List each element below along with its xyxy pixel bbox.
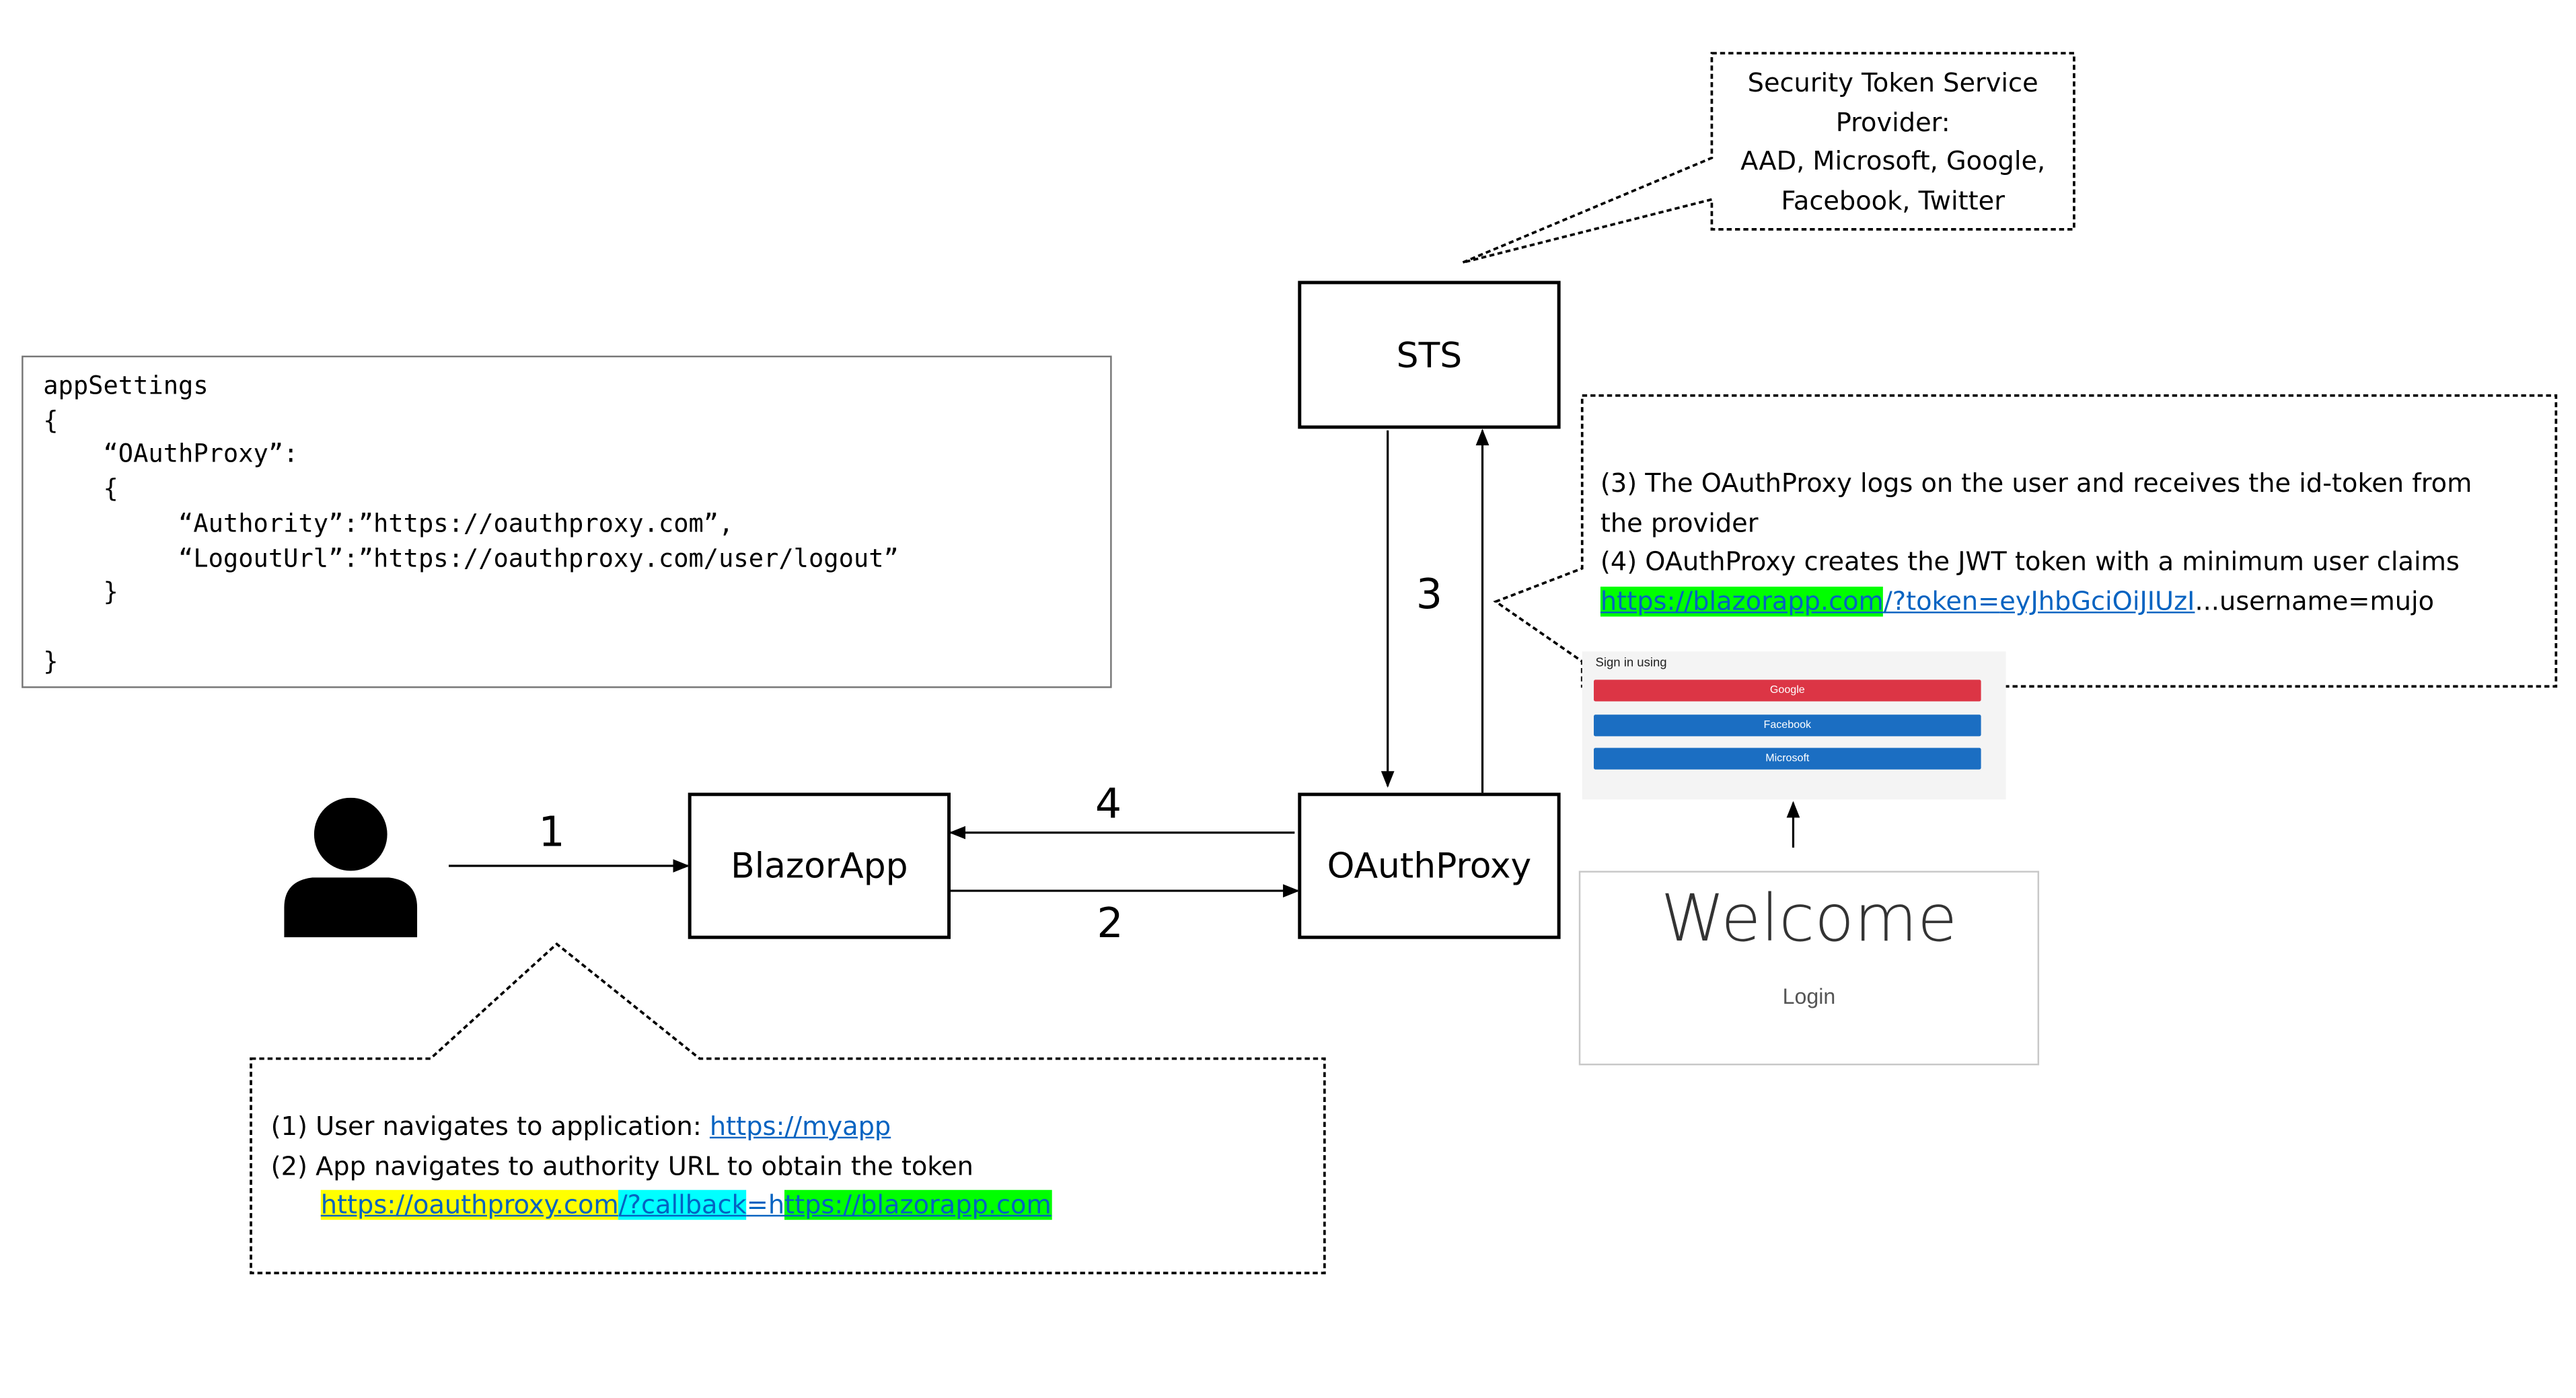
sts-node: STS <box>1298 281 1561 429</box>
code-line: “Authority”:”https://oauthproxy.com”, <box>43 508 734 538</box>
flow-note-line-2: (2) App navigates to authority URL to ob… <box>270 1151 973 1181</box>
welcome-title: Welcome <box>1660 882 1958 957</box>
callback-param-link[interactable]: /?callback <box>618 1190 747 1221</box>
flow-note-text: (1) User navigates to application: <box>270 1111 710 1142</box>
code-line: } <box>43 646 59 676</box>
authority-url-link[interactable]: https://oauthproxy.com <box>320 1190 619 1221</box>
oauthproxy-node: OAuthProxy <box>1298 793 1561 939</box>
token-url-token-link[interactable]: eyJhbGciOiJIUzI <box>1999 587 2195 617</box>
callback-target-link[interactable]: ttps://blazorapp.com <box>784 1190 1052 1221</box>
blazorapp-node: BlazorApp <box>688 793 951 939</box>
arrow-2-label: 2 <box>1097 899 1124 948</box>
code-line: { <box>43 405 59 435</box>
myapp-link[interactable]: https://myapp <box>709 1111 891 1142</box>
user-icon <box>284 797 418 938</box>
facebook-signin-button[interactable]: Facebook <box>1594 714 1981 737</box>
navigation-flow-note: (1) User navigates to application: https… <box>271 1109 1302 1227</box>
sts-provider-note: Security Token Service Provider: AAD, Mi… <box>1712 65 2074 222</box>
token-url-query-link[interactable]: /?token= <box>1883 587 2000 617</box>
appsettings-code-block: appSettings { “OAuthProxy”: { “Authority”… <box>22 355 1112 688</box>
code-line: appSettings <box>43 370 209 401</box>
token-url-tail: ...username=mujo <box>2195 587 2435 617</box>
sts-note-line: AAD, Microsoft, Google, <box>1740 147 2046 177</box>
arrow-1-label: 1 <box>538 807 565 856</box>
proxy-note-line: (4) OAuthProxy creates the JWT token wit… <box>1600 547 2460 578</box>
oauthproxy-label: OAuthProxy <box>1327 846 1532 886</box>
code-line: { <box>43 474 118 504</box>
proxy-note-line: the provider <box>1600 508 1759 538</box>
code-line <box>43 610 1110 644</box>
sts-note-line: Provider: <box>1835 107 1950 138</box>
callback-eq-link[interactable]: =h <box>746 1190 785 1221</box>
blazorapp-label: BlazorApp <box>731 846 908 886</box>
google-signin-button[interactable]: Google <box>1594 679 1981 702</box>
proxy-note-line: (3) The OAuthProxy logs on the user and … <box>1600 468 2472 499</box>
sts-note-line: Security Token Service <box>1747 68 2038 98</box>
code-line: } <box>43 577 118 608</box>
flow-note-line-1: (1) User navigates to application: https… <box>271 1109 1302 1148</box>
sts-note-line: Facebook, Twitter <box>1781 186 2005 217</box>
authority-url-line: https://oauthproxy.com/?callback=https:/… <box>271 1187 1302 1227</box>
welcome-screenshot: Welcome Login <box>1578 871 2040 1066</box>
login-link[interactable]: Login <box>1782 984 1836 1009</box>
proxy-token-note: (3) The OAuthProxy logs on the user and … <box>1600 466 2548 623</box>
code-line: “OAuthProxy”: <box>43 439 299 470</box>
sts-note-callout <box>1462 52 2075 264</box>
microsoft-signin-button[interactable]: Microsoft <box>1594 747 1981 770</box>
sts-label: STS <box>1396 334 1463 375</box>
token-url-line: https://blazorapp.com/?token=eyJhbGciOiJ… <box>1600 583 2548 623</box>
signin-title: Sign in using <box>1595 655 1667 670</box>
code-line: “LogoutUrl”:”https://oauthproxy.com/user… <box>43 542 899 573</box>
signin-screenshot: Sign in using Google Facebook Microsoft <box>1582 651 2006 800</box>
arrow-3-label: 3 <box>1415 570 1442 618</box>
token-url-host-link[interactable]: https://blazorapp.com <box>1600 587 1884 617</box>
arrow-4-label: 4 <box>1095 779 1122 828</box>
